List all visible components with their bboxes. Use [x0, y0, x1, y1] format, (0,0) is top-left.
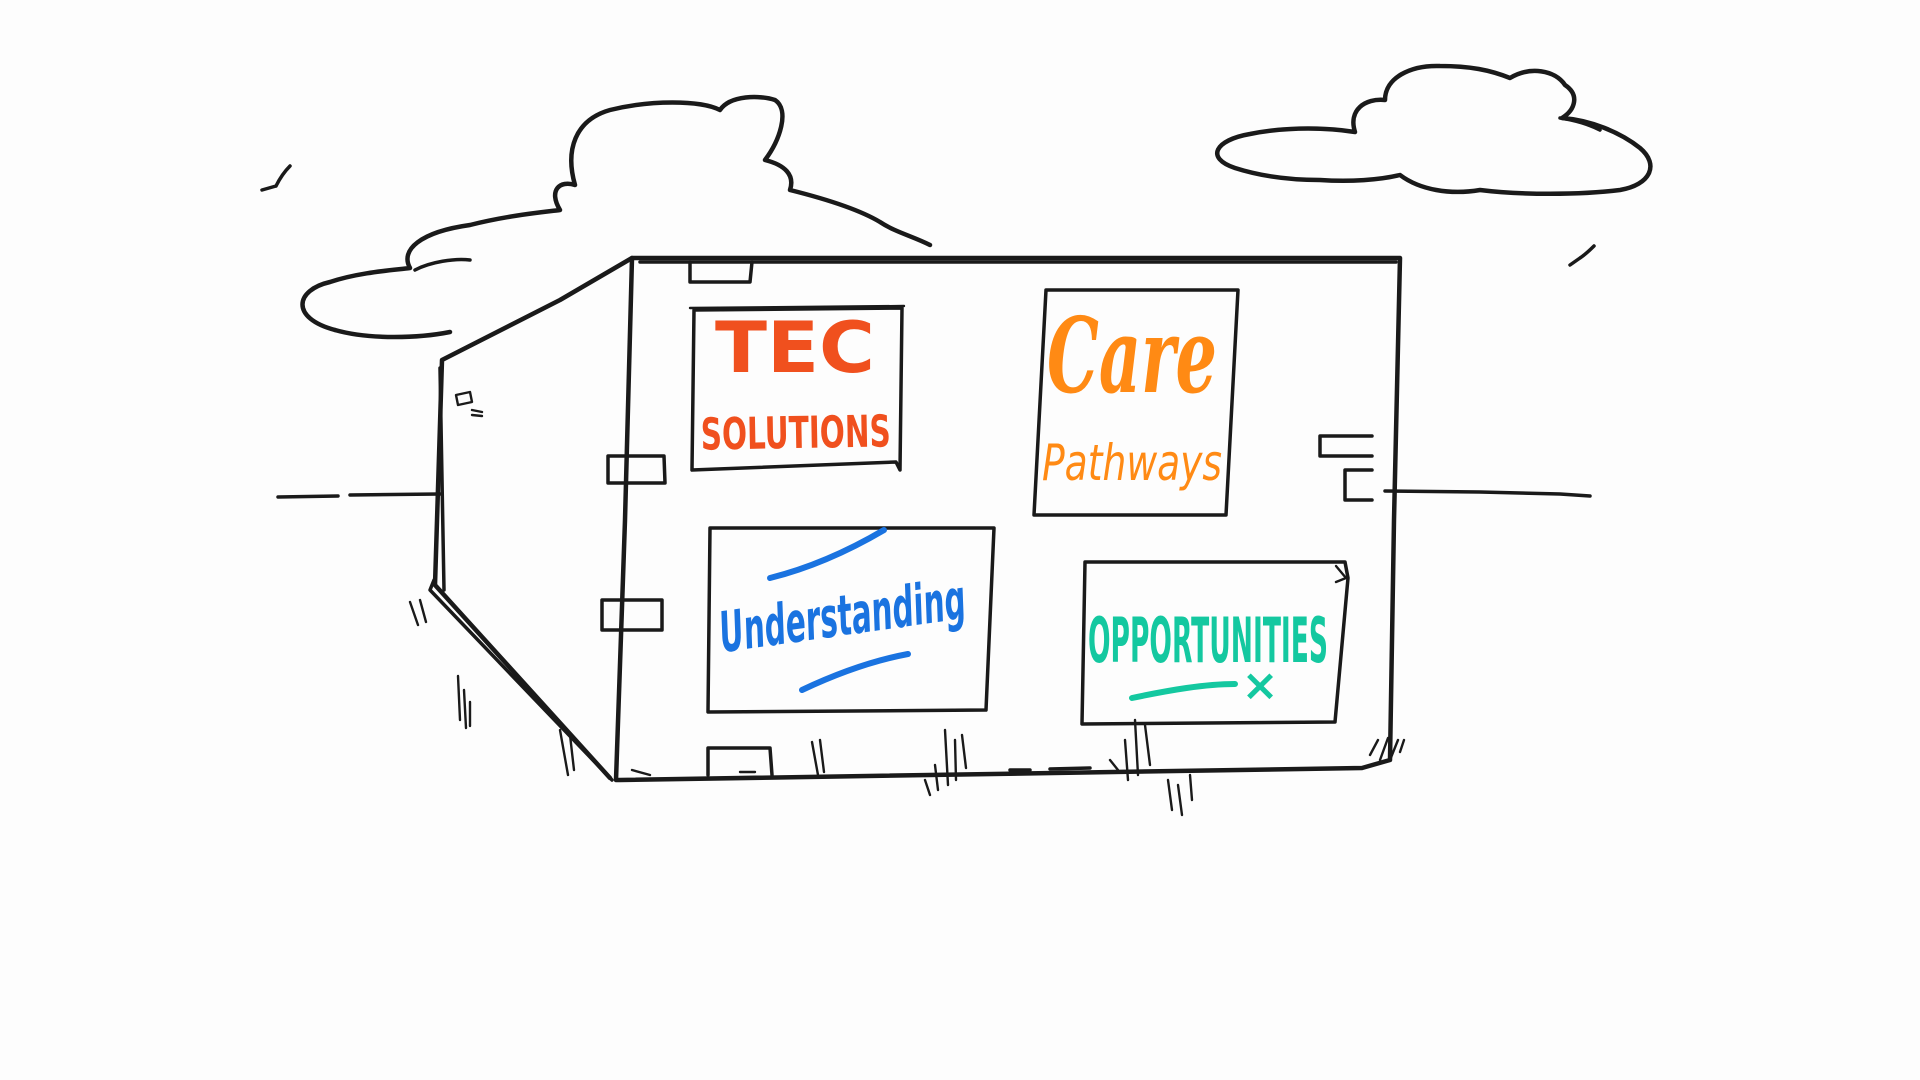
care-title: Care: [1047, 294, 1217, 417]
understanding-label: Understanding: [715, 567, 970, 666]
pathways-label: Pathways: [1042, 434, 1222, 492]
sign-opportunities: OPPORTUNITIES ×: [1080, 560, 1350, 726]
solutions-label: SOLUTIONS: [700, 406, 891, 460]
sign-care-pathways: Care Pathways: [1032, 288, 1240, 517]
grass: [408, 598, 1406, 817]
bird-right: [1568, 244, 1596, 267]
opportunities-mark: ×: [1242, 660, 1279, 711]
bird-left: [260, 164, 292, 192]
tec-title: TEC: [715, 307, 875, 389]
sign-understanding: Understanding: [706, 526, 996, 714]
horizon-line: [276, 489, 1592, 499]
opportunities-label: OPPORTUNITIES: [1088, 604, 1328, 677]
left-cloud: [300, 94, 933, 340]
right-cloud: [1215, 63, 1653, 196]
sign-tec-solutions: TEC SOLUTIONS: [688, 304, 906, 472]
shipping-container: [428, 255, 1403, 783]
